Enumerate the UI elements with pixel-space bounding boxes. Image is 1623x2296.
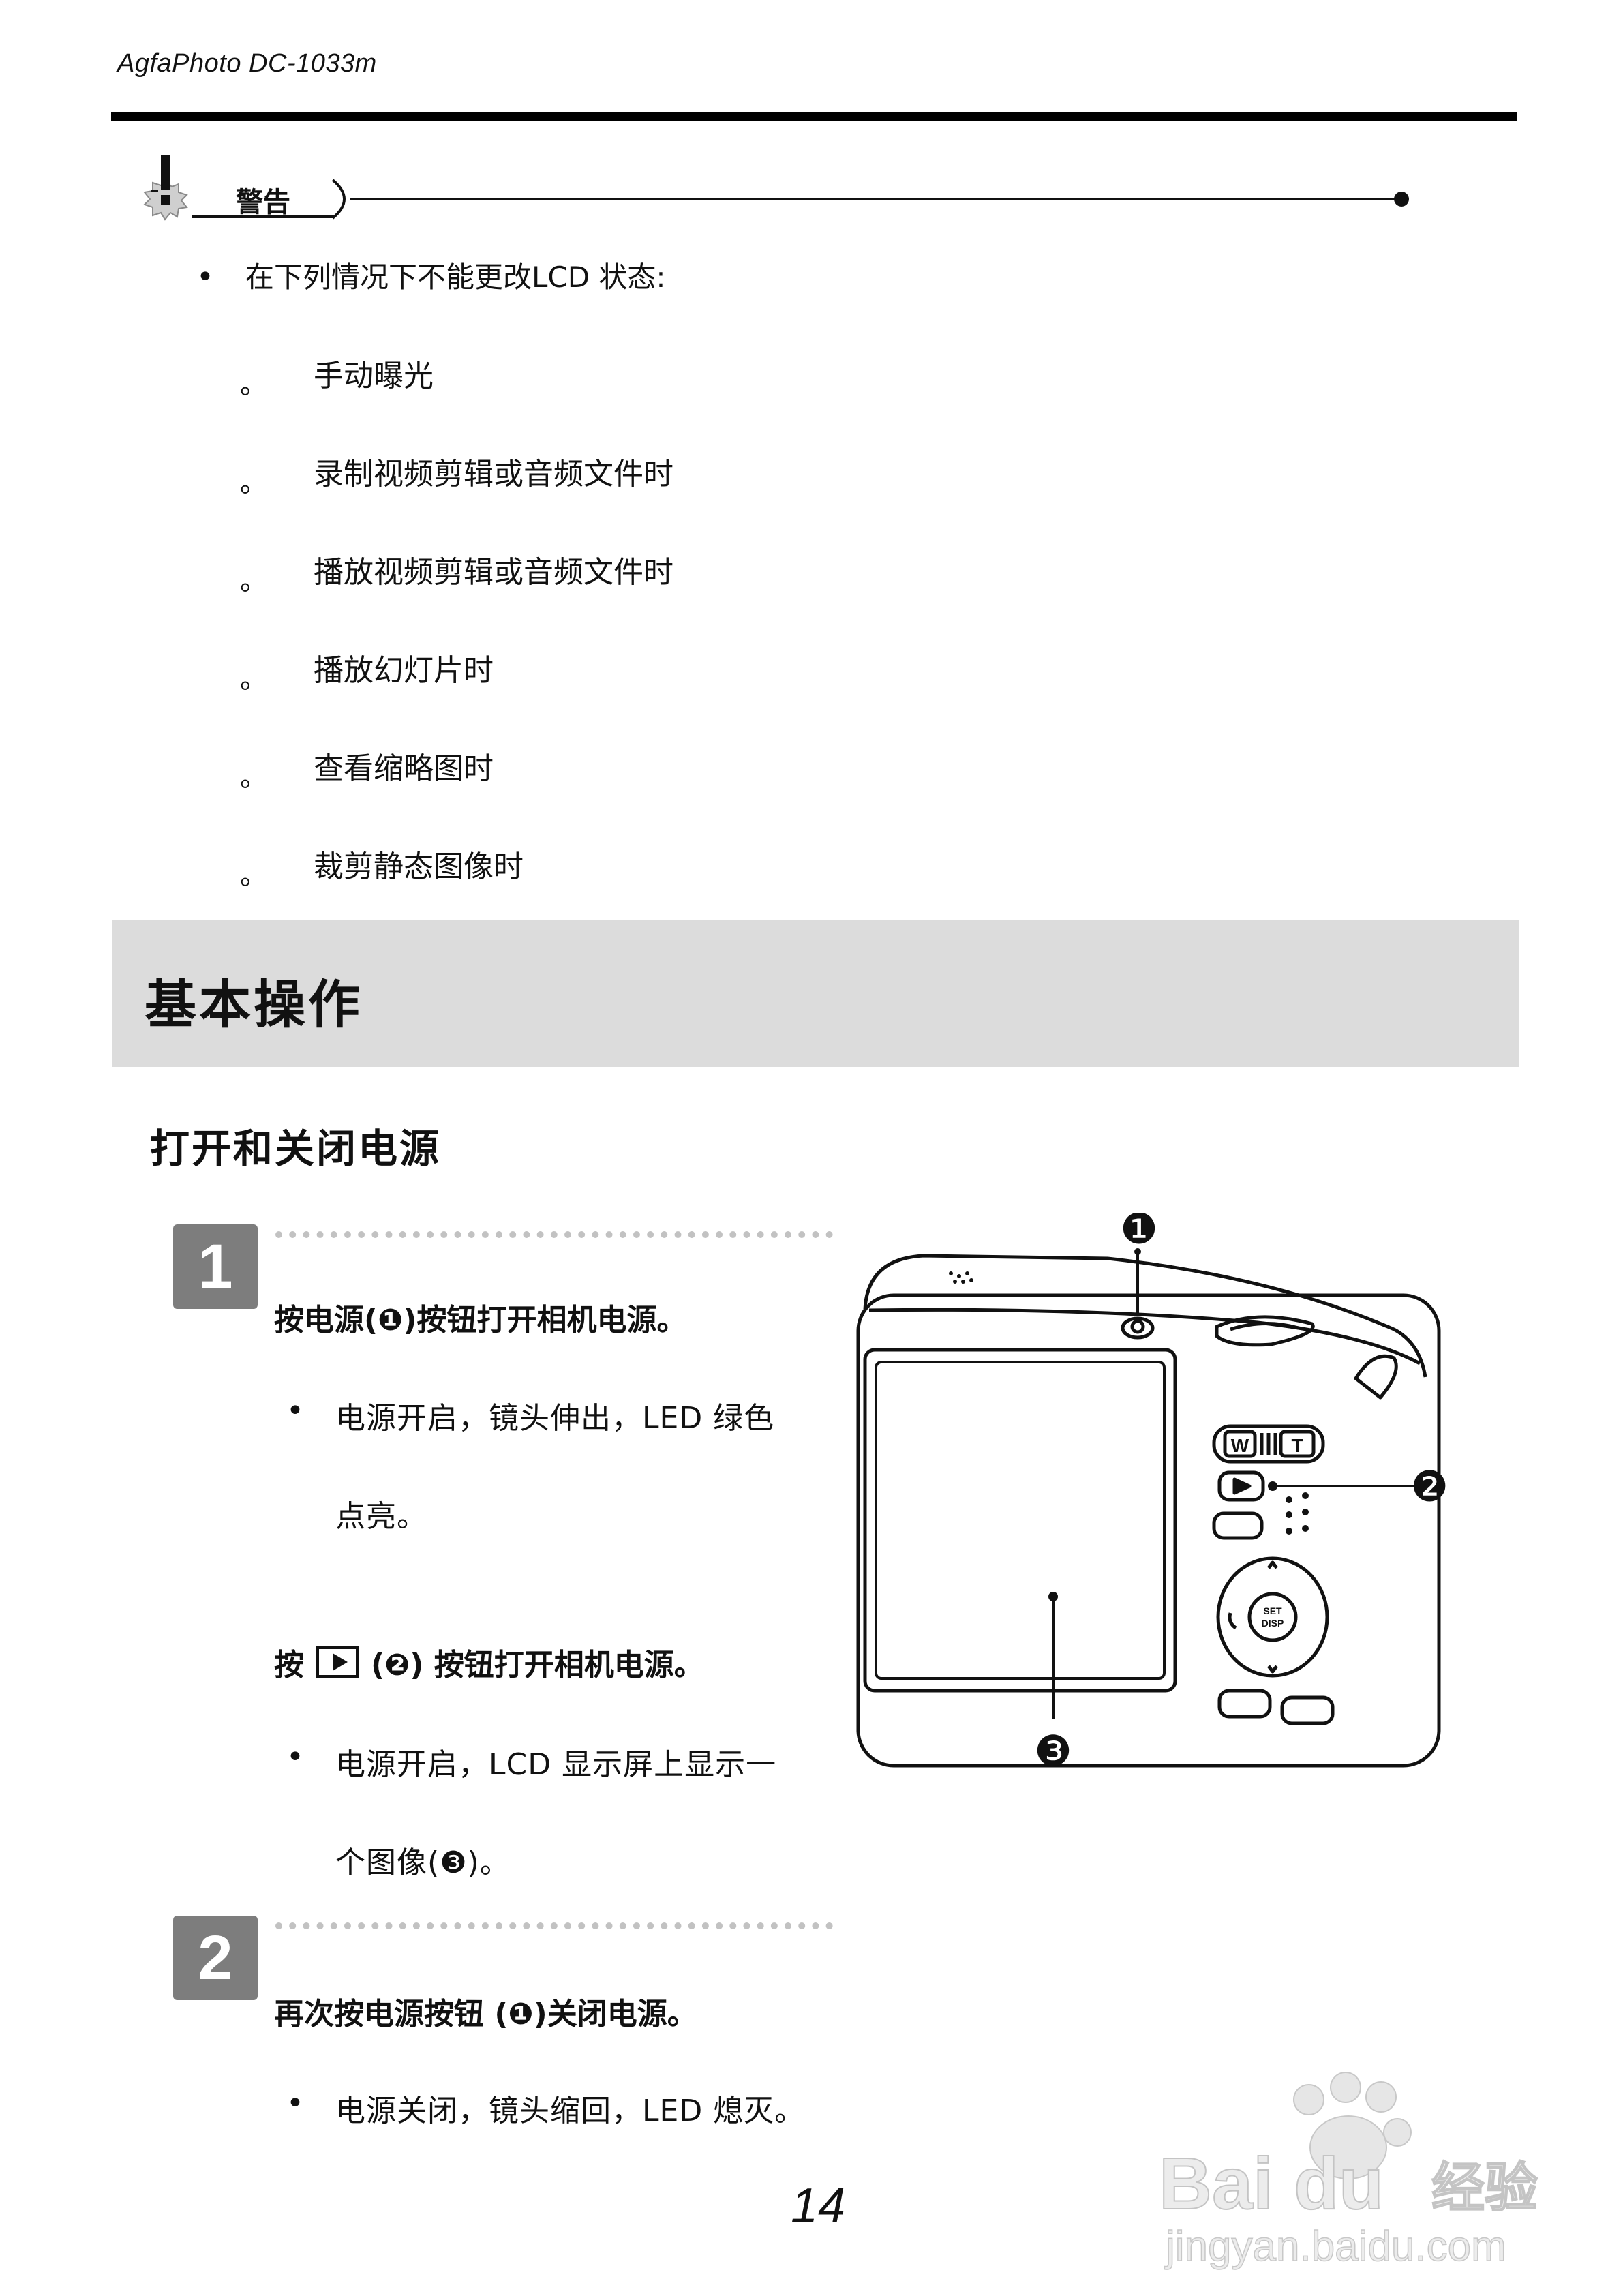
list-marker: 。 [240, 565, 267, 596]
zoom-t-label: T [1291, 1435, 1303, 1456]
page-number: 14 [791, 2179, 846, 2233]
watermark-brand: Bai du [1159, 2142, 1384, 2224]
watermark-url: jingyan.baidu.com [1164, 2223, 1506, 2270]
zoom-w-label: W [1231, 1435, 1249, 1456]
list-marker: 。 [240, 761, 267, 793]
step-bullet-text: 点亮。 [335, 1499, 427, 1534]
bullet-marker: • [286, 1393, 304, 1428]
watermark-suffix: 经验 [1431, 2158, 1538, 2219]
playback-icon [316, 1646, 359, 1678]
step-bullet-text: 个图像(❸)。 [335, 1845, 511, 1880]
step-instruction: 按电源(❶)按钮打开相机电源。 [274, 1303, 687, 1338]
list-item-text: 播放幻灯片时 [314, 653, 494, 688]
step-dotted-rule [275, 1231, 833, 1238]
header-rule [111, 112, 1517, 121]
list-marker: 。 [240, 369, 267, 400]
baidu-watermark-logo: Bai du 经验 jingyan.baidu.com [1158, 2072, 1538, 2271]
step-dotted-rule [275, 1922, 833, 1929]
list-item-text: 裁剪静态图像时 [314, 849, 524, 884]
list-item-text: 播放视频剪辑或音频文件时 [314, 555, 673, 590]
warning-intro-text: 在下列情况下不能更改LCD 状态: [245, 260, 666, 294]
bullet-marker: • [196, 260, 214, 294]
list-item-text: 录制视频剪辑或音频文件时 [314, 457, 673, 492]
step-bullet-text: 电源关闭，镜头缩回，LED 熄灭。 [335, 2094, 806, 2128]
list-item-text: 手动曝光 [314, 359, 434, 393]
step-instruction: 再次按电源按钮 (❶)关闭电源。 [274, 1997, 697, 2031]
step-bullet-text: 电源开启，镜头伸出，LED 绿色 [335, 1401, 775, 1436]
warning-title-rule [192, 179, 1409, 220]
step-number-badge: 2 [173, 1916, 258, 2000]
disp-label: DISP [1262, 1618, 1284, 1629]
callout-1: ❶ [1120, 1213, 1158, 1254]
list-marker: 。 [240, 467, 267, 498]
document-model-title: AgfaPhoto DC-1033m [117, 49, 377, 78]
bullet-marker: • [286, 2086, 304, 2121]
step-bullet-text: 电源开启，LCD 显示屏上显示一 [335, 1747, 777, 1782]
section-header-band [112, 920, 1519, 1067]
list-marker: 。 [240, 663, 267, 695]
bullet-marker: • [286, 1740, 304, 1774]
camera-back-illustration: W T SET DISP ❶ ❷ ❸ [856, 1213, 1448, 1772]
subsection-heading: 打开和关闭电源 [150, 1126, 442, 1172]
section-title: 基本操作 [145, 974, 363, 1035]
list-marker: 。 [240, 860, 267, 891]
warning-title: 警告 [236, 187, 290, 218]
warning-icon [143, 155, 188, 221]
list-item-text: 查看缩略图时 [314, 751, 494, 786]
step-number-badge: 1 [173, 1224, 258, 1309]
set-label: SET [1263, 1605, 1282, 1616]
callout-2: ❷ [1410, 1462, 1448, 1511]
step-instruction-alt: 按 (❷) 按钮打开相机电源。 [274, 1640, 704, 1684]
callout-3: ❸ [1034, 1726, 1072, 1772]
step-instruction-prefix: 按 [274, 1648, 304, 1682]
step-instruction-suffix: (❷) 按钮打开相机电源。 [371, 1648, 704, 1682]
